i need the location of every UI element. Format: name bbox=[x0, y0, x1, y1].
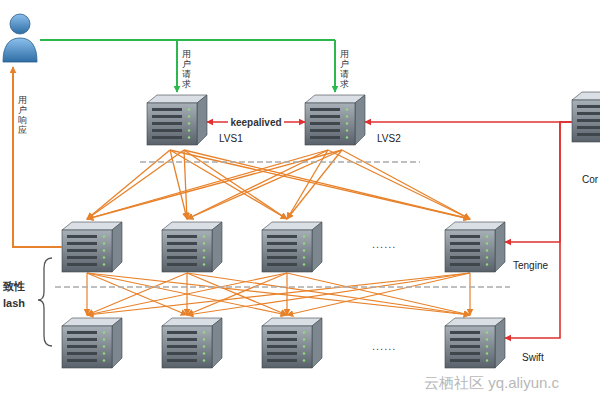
server-icon bbox=[445, 318, 505, 368]
swift-server: Swift bbox=[445, 318, 505, 370]
server-icon bbox=[262, 318, 322, 368]
config-server: Cor bbox=[572, 92, 600, 150]
server-label: Swift bbox=[522, 352, 544, 363]
distribution-lines bbox=[87, 150, 470, 315]
lvs-to-tengine-line bbox=[187, 150, 342, 219]
tengine-to-swift-line bbox=[187, 273, 287, 315]
watermark: 云栖社区 yq.aliyun.c bbox=[424, 374, 559, 393]
tengine-to-swift-line bbox=[187, 273, 287, 315]
request-arrow bbox=[334, 40, 336, 92]
server-icon bbox=[572, 92, 600, 142]
server-icon bbox=[62, 222, 122, 272]
request-label: 用户请求 bbox=[182, 50, 191, 90]
dashed-separator bbox=[55, 286, 510, 288]
user-icon bbox=[3, 14, 37, 62]
lvs-to-tengine-line bbox=[170, 150, 187, 219]
request-label: 用户请求 bbox=[340, 50, 349, 90]
tengine-to-swift-line bbox=[87, 273, 287, 315]
lvs-to-tengine-line bbox=[187, 150, 328, 219]
ellipsis: ...... bbox=[372, 238, 396, 250]
lvs-to-tengine-line bbox=[87, 150, 170, 219]
tengine-to-swift-line bbox=[286, 273, 287, 315]
group-label: 致性 bbox=[3, 279, 25, 294]
tengine-to-swift-line bbox=[87, 273, 470, 315]
server-icon bbox=[162, 318, 222, 368]
lvs-to-tengine-line bbox=[87, 150, 342, 219]
control-arrow bbox=[505, 122, 572, 338]
control-arrow bbox=[505, 122, 572, 242]
lvs-to-tengine-line bbox=[287, 150, 328, 219]
lvs-server: LVS1 bbox=[147, 95, 207, 147]
tengine-to-swift-line bbox=[87, 273, 287, 315]
lvs-server: LVS2 bbox=[305, 95, 365, 147]
server-label: Tengine bbox=[513, 260, 548, 271]
server-icon bbox=[62, 318, 122, 368]
request-arrow bbox=[176, 40, 178, 92]
response-arrow bbox=[13, 67, 62, 247]
server-label: LVS1 bbox=[219, 133, 243, 144]
tengine-to-swift-line bbox=[86, 273, 87, 315]
response-label: 用户响应 bbox=[18, 96, 27, 136]
server-label: Cor bbox=[582, 174, 598, 185]
server-icon bbox=[445, 222, 505, 272]
tengine-to-swift-line bbox=[87, 273, 470, 315]
tengine-to-swift-line bbox=[287, 273, 470, 315]
control-arrow bbox=[365, 121, 572, 123]
group-label: lash bbox=[3, 297, 25, 309]
lvs-to-tengine-line bbox=[87, 150, 184, 219]
lvs-to-tengine-line bbox=[184, 150, 470, 219]
server-label: LVS2 bbox=[377, 133, 401, 144]
lvs-to-tengine-line bbox=[342, 150, 470, 219]
server-icon bbox=[262, 222, 322, 272]
tengine-to-swift-line bbox=[87, 273, 187, 315]
lvs-to-tengine-line bbox=[184, 150, 287, 219]
lvs-to-tengine-line bbox=[184, 150, 187, 219]
tengine-to-swift-line bbox=[87, 273, 187, 315]
group-bracket bbox=[38, 258, 52, 346]
request-line bbox=[40, 39, 335, 41]
dashed-separator bbox=[140, 161, 420, 163]
tengine-to-swift-line bbox=[187, 273, 470, 315]
edge-label: keepalived bbox=[228, 117, 283, 128]
lvs-to-tengine-line bbox=[328, 150, 470, 219]
server-icon bbox=[147, 95, 207, 145]
tengine-to-swift-line bbox=[187, 273, 470, 315]
server-icon bbox=[162, 222, 222, 272]
lvs-to-tengine-line bbox=[287, 150, 342, 219]
tengine-to-swift-line bbox=[469, 273, 470, 315]
tengine-to-swift-line bbox=[287, 273, 470, 315]
tengine-server: Tengine bbox=[445, 222, 505, 274]
ellipsis: ...... bbox=[372, 340, 396, 352]
server-icon bbox=[305, 95, 365, 145]
